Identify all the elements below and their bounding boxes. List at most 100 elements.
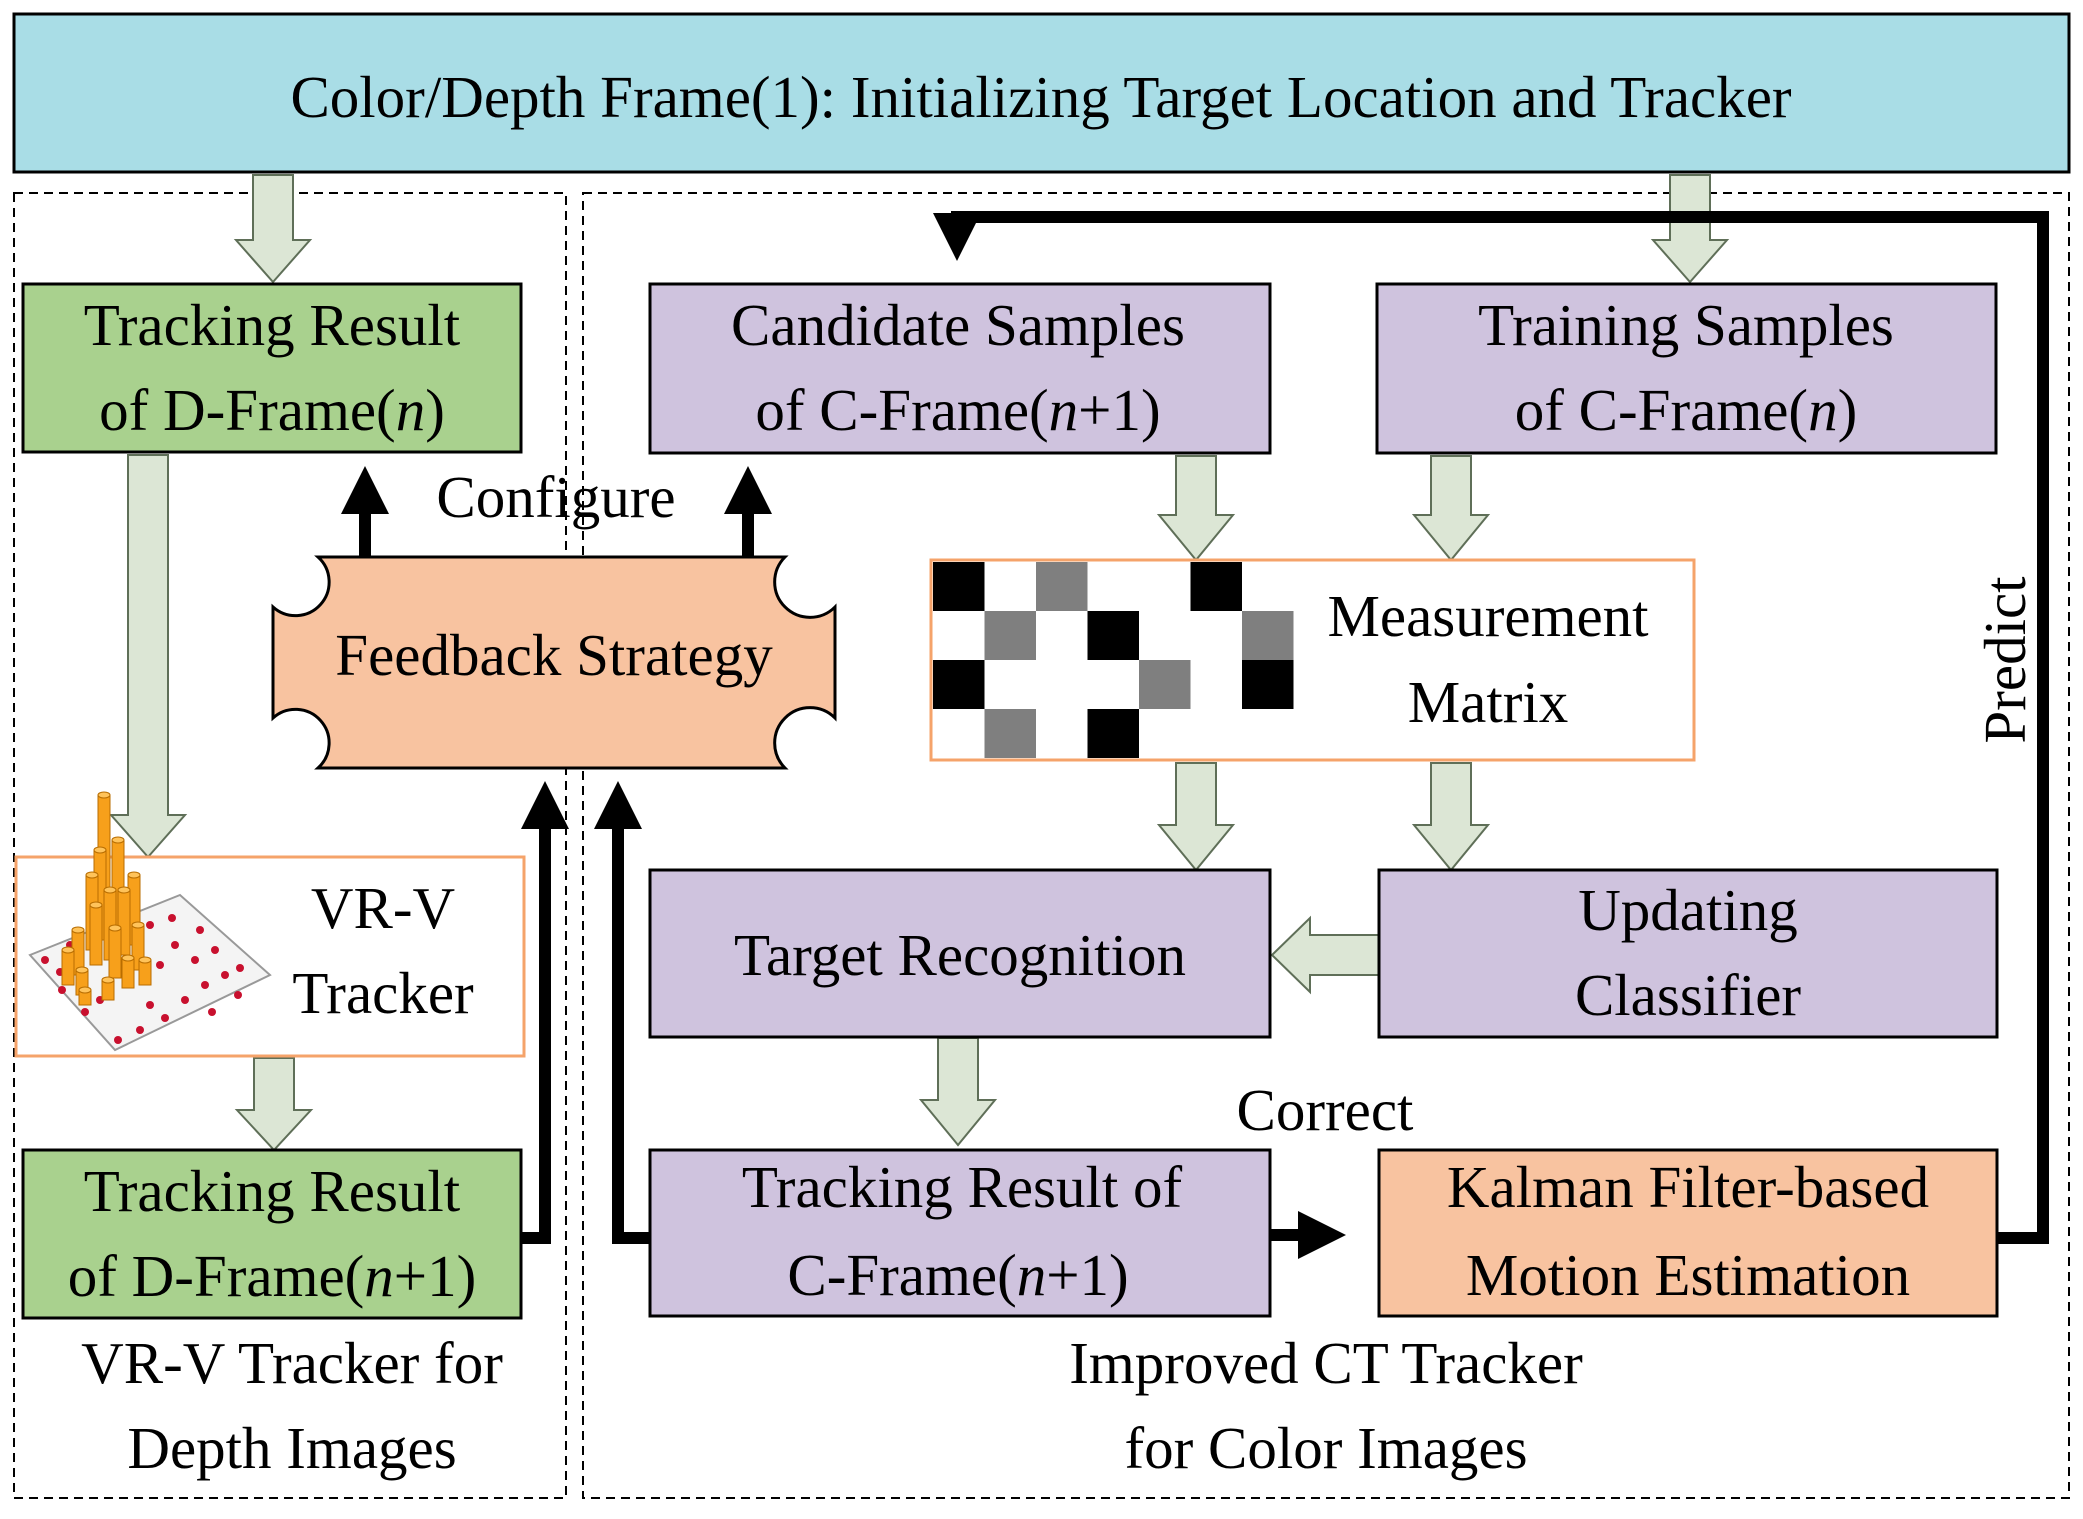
plot-bar-top [93,846,107,854]
left-panel-caption-line2: Depth Images [127,1415,456,1481]
plot-bar-top [111,836,125,844]
plot-dot [201,981,209,989]
tracking-result-d-frame-n1-line1: Tracking Result [84,1158,461,1224]
measurement-matrix-grid [933,562,1294,758]
plot-bar-top [108,924,122,932]
plot-dot [146,921,154,929]
plot-bar-top [131,921,145,929]
plot-dot [168,914,176,922]
flow-arrow-matrix-to-recognition [1156,762,1236,872]
plot-dot [181,996,189,1004]
kalman-filter-box [1377,1148,1999,1318]
plot-dot [81,1008,89,1016]
correct-label: Correct [1237,1077,1415,1143]
flow-arrow-candidate-to-matrix [1156,455,1236,562]
plot-bar-top [117,886,131,894]
matrix-cell [933,660,985,709]
plot-dot [191,956,199,964]
candidate-samples-line2: of C-Frame(n+1) [755,377,1160,443]
feedback-strategy-label: Feedback Strategy [335,622,773,688]
plot-bar-top [61,946,75,954]
right-panel-border [582,192,2070,1499]
matrix-cell [1139,660,1191,709]
matrix-cell [1242,611,1294,660]
flow-arrow-header-to-left [233,174,313,284]
plot-dot [221,971,229,979]
left-panel-caption-line1: VR-V Tracker for [81,1330,503,1396]
matrix-cell [1087,611,1139,660]
configure-label: Configure [436,464,675,530]
matrix-cell [1087,709,1139,758]
plot-bar-top [127,871,141,879]
matrix-cell [1036,562,1088,611]
plot-bar [89,904,103,966]
target-recognition-box [648,868,1272,1039]
d-result-feedback-arrow [520,781,569,1244]
plot-dot [58,986,66,994]
training-samples-box [1375,282,1998,455]
matrix-cell [1242,660,1294,709]
flow-arrow-training-to-matrix [1411,455,1491,562]
plot-bar-top [89,901,103,909]
plot-dot [234,991,242,999]
vrv-histogram-icon [28,791,272,1052]
target-recognition-label: Target Recognition [734,922,1186,988]
plot-bar-top [138,956,152,964]
tracking-result-d-frame-n [21,282,523,454]
plot-bar-top [103,886,117,894]
flow-arrow-header-to-training [1650,174,1730,284]
updating-classifier-line2: Classifier [1575,962,1801,1028]
plot-dot [114,1036,122,1044]
plot-dot [41,956,49,964]
vrv-tracker-line1: VR-V [311,875,455,941]
kalman-filter-line2: Motion Estimation [1466,1242,1910,1308]
matrix-cell [933,562,985,611]
plot-dot [146,1001,154,1009]
plot-bar-top [85,871,99,879]
feedback-strategy-box [271,555,837,770]
matrix-cell [1190,562,1242,611]
predict-label: Predict [1972,576,2038,744]
candidate-samples-box [648,282,1272,455]
matrix-cell [984,611,1036,660]
flow-arrow-recognition-to-c-result [918,1037,998,1147]
kalman-filter-line1: Kalman Filter-based [1447,1154,1929,1220]
plot-dot [156,961,164,969]
vrv-tracker-line2: Tracker [292,960,474,1026]
tracking-result-d-frame-n1 [21,1148,523,1320]
tracking-result-d-frame-n-line2: of D-Frame(n) [99,377,445,443]
tracking-result-c-frame-line2: C-Frame(n+1) [787,1242,1128,1308]
right-panel-caption-line2: for Color Images [1124,1415,1527,1481]
plot-dot [171,941,179,949]
tracking-result-c-frame-line1: Tracking Result of [742,1154,1183,1220]
updating-classifier-box [1377,868,1999,1039]
plot-dot [211,946,219,954]
measurement-matrix-line2: Matrix [1408,669,1569,735]
plot-bar [138,959,152,986]
right-panel-caption-line1: Improved CT Tracker [1069,1330,1583,1396]
flow-arrow-classifier-to-recognition [1270,915,1381,995]
tracking-result-c-frame-box [648,1148,1272,1318]
plot-bar [108,927,122,979]
training-samples-line2: of C-Frame(n) [1515,377,1857,443]
plot-dot [161,1014,169,1022]
flow-arrow-matrix-to-classifier [1411,762,1491,872]
c-result-feedback-arrow [594,781,650,1244]
plot-bar-top [78,986,92,994]
updating-classifier-line1: Updating [1578,877,1798,943]
predict-loop-line [933,211,2049,1244]
flow-arrow-vrv-to-d-result [234,1057,314,1152]
measurement-matrix-line1: Measurement [1327,583,1649,649]
plot-bar [61,949,75,986]
plot-dot [236,964,244,972]
plot-dot [136,1026,144,1034]
matrix-cell [984,709,1036,758]
plot-bar-top [121,954,135,962]
plot-bar-top [97,791,111,799]
tracking-result-d-frame-n1-line2: of D-Frame(n+1) [68,1243,476,1309]
flow-arrow-d-result-to-vrv [108,454,188,859]
header-box [12,12,2071,174]
plot-bar [121,957,135,989]
plot-bar-top [101,976,115,984]
